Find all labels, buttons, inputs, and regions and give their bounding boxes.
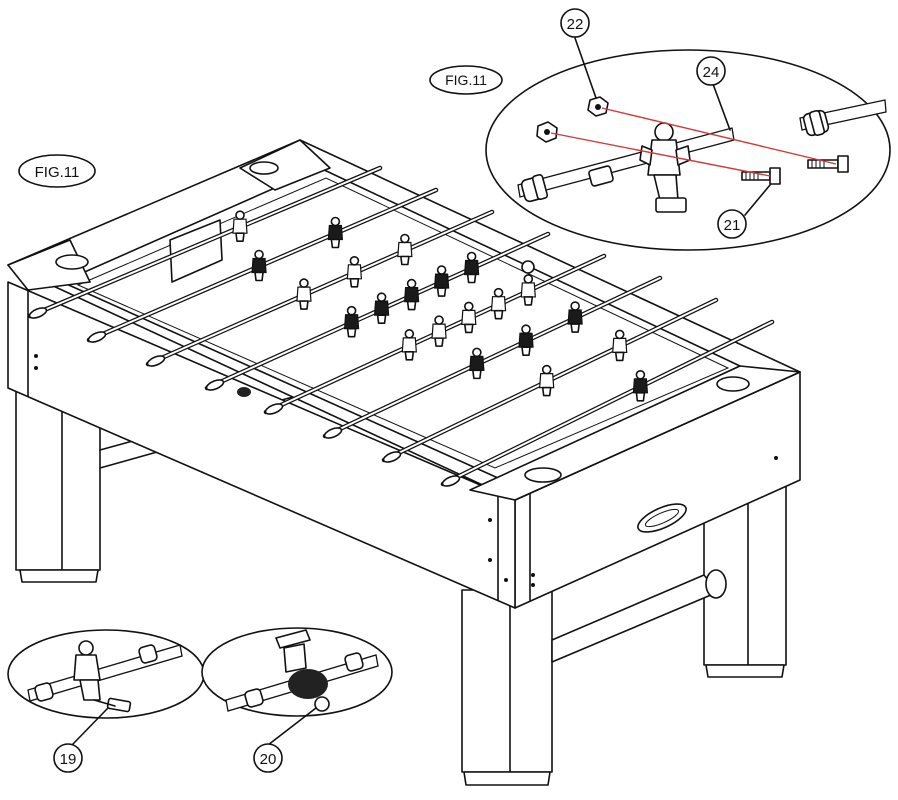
rod-handle[interactable] [146, 354, 166, 368]
player-figure [433, 265, 450, 297]
player-figure [431, 315, 447, 347]
cup-holder-icon [55, 254, 89, 270]
rod-handle[interactable] [87, 330, 107, 344]
fig-label-detail: FIG.11 [429, 65, 503, 95]
player-figure [520, 274, 536, 306]
cup-holder-icon [524, 467, 562, 483]
corner-plate-front-left [7, 239, 91, 291]
player-figure [403, 278, 420, 311]
table-legs [15, 249, 787, 786]
leg-stretcher-bar [551, 569, 727, 663]
scoring-bead [521, 260, 535, 274]
svg-text:22: 22 [567, 16, 584, 33]
player-figure [343, 305, 360, 338]
corner-plate-back-left [239, 139, 331, 191]
player-figure [296, 278, 312, 310]
player-figure [373, 292, 390, 324]
corner-plate-front-right [469, 365, 801, 501]
svg-text:24: 24 [703, 64, 720, 81]
score-knob [237, 387, 251, 397]
table-cabinet [7, 139, 801, 609]
player-figure [567, 301, 583, 333]
player-figure [232, 210, 248, 242]
player-figure [539, 364, 555, 397]
player-figure [251, 249, 267, 282]
player-figure [490, 287, 507, 320]
callout-21: 21 [717, 209, 747, 239]
player-rod[interactable] [145, 209, 495, 368]
cup-holder-icon [716, 376, 750, 392]
player-rod[interactable] [440, 319, 775, 488]
player-figures [232, 210, 649, 402]
callout-22: 22 [560, 8, 590, 38]
ball-return-slot [637, 503, 687, 533]
fig-label-detail-text: FIG.11 [445, 72, 487, 88]
detail-player-figure [639, 122, 691, 213]
leg-front-left [15, 379, 101, 583]
cup-holder-icon [249, 161, 279, 175]
hex-nut-icon [536, 121, 558, 143]
leg-back-right [703, 479, 787, 678]
rod-handle[interactable] [382, 450, 402, 464]
rod-handle[interactable] [28, 306, 48, 320]
player-figure [469, 347, 485, 380]
svg-text:21: 21 [724, 217, 741, 234]
rod-handle[interactable] [441, 474, 461, 488]
player-figure [327, 216, 344, 249]
player-figure [612, 329, 628, 362]
hex-nut-icon [587, 96, 609, 117]
rod-handle[interactable] [323, 426, 343, 440]
player-rod[interactable] [27, 165, 383, 320]
alignment-leader [601, 107, 837, 165]
player-rod[interactable] [322, 275, 663, 440]
goal-mouth [169, 219, 223, 283]
player-figure [518, 324, 534, 356]
player-figure [346, 255, 363, 288]
callout-24: 24 [696, 56, 726, 86]
player-figure [632, 369, 649, 402]
alignment-leader [550, 132, 771, 177]
detail-player-standard [7, 629, 205, 746]
fig-label-main-text: FIG.11 [35, 164, 80, 181]
player-figure [401, 329, 417, 361]
leg-front-right [461, 589, 553, 786]
svg-text:19: 19 [60, 751, 77, 768]
detail-rod-assembly [485, 37, 891, 251]
bumper-icon [288, 669, 328, 699]
rod-handle[interactable] [264, 402, 284, 416]
detail-player-bumper [201, 627, 393, 746]
player-figure [463, 251, 480, 284]
callout-19: 19 [53, 743, 83, 773]
player-figure [461, 301, 477, 334]
svg-text:20: 20 [260, 751, 277, 768]
player-figure [397, 233, 413, 266]
rod-handle[interactable] [205, 378, 225, 392]
fig-label-main: FIG.11 [18, 154, 96, 188]
callout-20: 20 [253, 743, 283, 773]
panel-screws [34, 354, 778, 587]
